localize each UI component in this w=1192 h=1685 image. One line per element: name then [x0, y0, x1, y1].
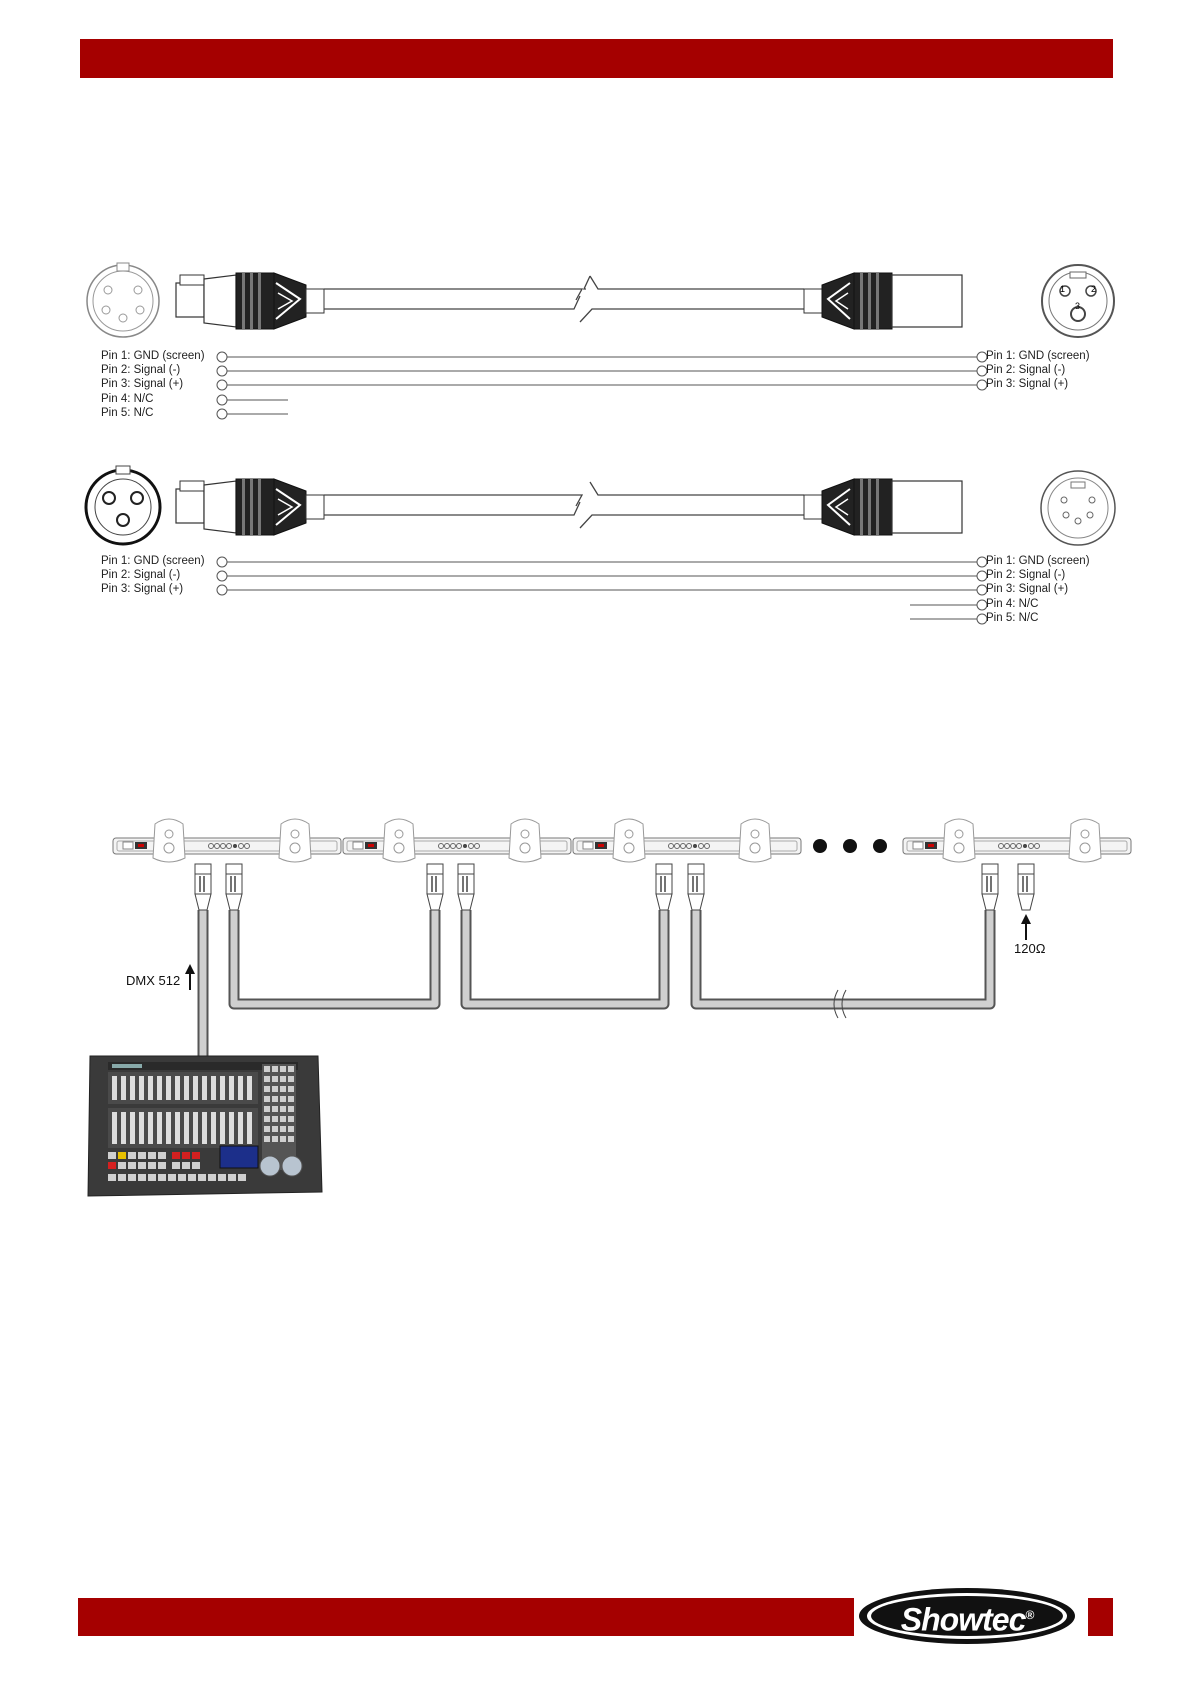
top-right-pin-1-label: Pin 1: GND (screen): [986, 350, 1090, 363]
dmx-input-arrow-icon: [185, 964, 195, 990]
bottom-right-pin-4-label: Pin 4: N/C: [986, 598, 1038, 611]
top-right-pin-2-label: Pin 2: Signal (-): [986, 364, 1065, 377]
xlr-plug-in-3: [656, 864, 672, 910]
pin-number-1: 1: [1060, 284, 1065, 294]
bottom-right-pin-1-label: Pin 1: GND (screen): [986, 555, 1090, 568]
female-plug-bottom: [176, 479, 324, 535]
bottom-left-pin-1-label: Pin 1: GND (screen): [101, 555, 205, 568]
male-3pin-face: 1 2 3: [1042, 265, 1114, 337]
pin-number-3: 3: [1075, 301, 1080, 311]
bottom-left-pin-3-label: Pin 3: Signal (+): [101, 583, 183, 596]
xlr-plug-in-4: [982, 864, 998, 910]
logo-registered-mark: ®: [1025, 1608, 1033, 1622]
fixture-4: [903, 819, 1131, 862]
xlr-plug-out-1: [226, 864, 242, 910]
pin-number-2: 2: [1091, 284, 1096, 294]
terminator-arrow-icon: [1021, 914, 1031, 940]
continuation-dots: [813, 839, 887, 853]
terminator-label: 120Ω: [1014, 941, 1045, 956]
dmx-input-label: DMX 512: [126, 973, 180, 988]
male-plug-top: [804, 273, 962, 329]
wiring-bottom: [217, 557, 987, 624]
terminator-plug: [1018, 864, 1034, 910]
bottom-right-pin-2-label: Pin 2: Signal (-): [986, 569, 1065, 582]
female-3pin-face: [86, 466, 160, 544]
cable-bottom: [324, 482, 804, 528]
bottom-right-pin-3-label: Pin 3: Signal (+): [986, 583, 1068, 596]
top-right-pin-3-label: Pin 3: Signal (+): [986, 378, 1068, 391]
fixture-1: [113, 819, 341, 862]
top-left-pin-4-label: Pin 4: N/C: [101, 393, 153, 406]
showtec-logo: Showtec®: [856, 1586, 1078, 1646]
xlr-plug-out-3: [688, 864, 704, 910]
wiring-top: [217, 352, 987, 419]
xlr-plug-in-1: [195, 864, 211, 910]
xlr-plug-out-2: [458, 864, 474, 910]
female-plug-top: [176, 273, 324, 329]
dmx-cables: [203, 910, 990, 1060]
male-plug-bottom: [804, 479, 962, 535]
bottom-right-pin-5-label: Pin 5: N/C: [986, 612, 1038, 625]
xlr-plug-in-2: [427, 864, 443, 910]
cable-top: [324, 276, 804, 322]
logo-text: Showtec: [901, 1602, 1026, 1638]
bottom-left-pin-2-label: Pin 2: Signal (-): [101, 569, 180, 582]
top-left-pin-1-label: Pin 1: GND (screen): [101, 350, 205, 363]
top-left-pin-2-label: Pin 2: Signal (-): [101, 364, 180, 377]
male-5pin-face: [1041, 471, 1115, 545]
dmx-controller: [88, 1056, 322, 1196]
female-5pin-face: [87, 263, 159, 337]
fixture-2: [343, 819, 571, 862]
top-left-pin-5-label: Pin 5: N/C: [101, 407, 153, 420]
top-left-pin-3-label: Pin 3: Signal (+): [101, 378, 183, 391]
fixture-3: [573, 819, 801, 862]
